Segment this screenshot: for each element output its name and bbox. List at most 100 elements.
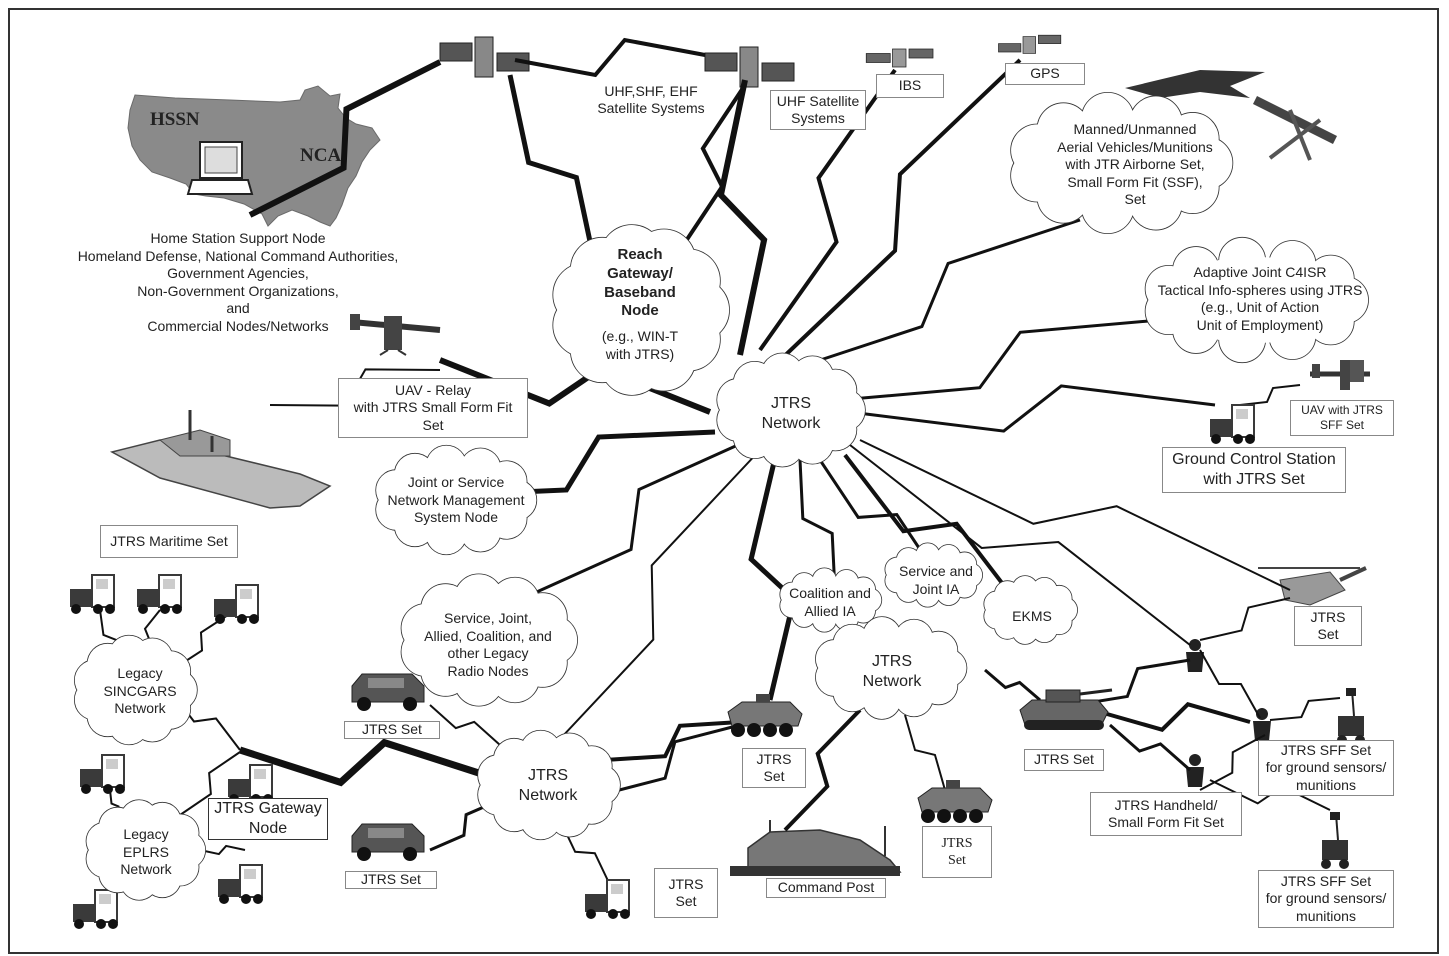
lightning-link: [179, 751, 241, 816]
jtrs-set-truck-bottom-label: JTRS Set: [654, 868, 718, 918]
lightning-link: [604, 720, 741, 762]
diagram-border: [8, 8, 1439, 954]
helicopter-icon: [1258, 566, 1367, 606]
lightning-link: [1269, 697, 1341, 721]
coalition-ia-label: Coalition and Allied IA: [789, 585, 871, 619]
cloud-shape: [1010, 91, 1234, 235]
uav-jtrs-sff-label: UAV with JTRS SFF Set: [1290, 400, 1394, 436]
lightning-link: [789, 218, 1081, 372]
jtrs-network-bottom-label: JTRS Network: [518, 767, 578, 804]
cloud-shape: [716, 352, 866, 468]
soldier-icon: [1186, 639, 1204, 672]
cloud-shape: [1144, 236, 1369, 364]
humvee-icon: [351, 673, 425, 711]
cloud-shape: [884, 542, 983, 608]
truck-icon: [585, 879, 630, 919]
lightning-link: [1099, 702, 1251, 732]
ibs-label: IBS: [876, 74, 944, 98]
cloud-shape: [477, 729, 621, 841]
satellite-icon: [439, 36, 530, 78]
jtrs-set-tank-label: JTRS Set: [1024, 749, 1104, 771]
vehicles-layer: [70, 404, 1255, 929]
lightning-link: [859, 439, 1291, 591]
cloud-shape: [779, 567, 883, 633]
lightning-link: [1239, 384, 1301, 406]
gps-label: GPS: [1005, 63, 1085, 85]
jtrs-network-mid-label: JTRS Network: [862, 653, 922, 690]
humvee-icon: [351, 823, 425, 861]
lightning-link: [748, 457, 797, 701]
c4isr-label: Adaptive Joint C4ISR Tactical Info-spher…: [1157, 264, 1363, 333]
jtrs-set-cp-vehicle-label: JTRS Set: [922, 826, 992, 878]
uav-icon: [350, 314, 441, 356]
lightning-link: [849, 444, 1191, 646]
ekms-label: EKMS: [1012, 608, 1052, 624]
cloud-shape: [400, 573, 578, 707]
reach-gateway-sublabel: (e.g., WIN-T with JTRS): [601, 328, 679, 362]
jtrs-set-humvee-bottom-label: JTRS Set: [345, 871, 437, 889]
legacy-radio-label: Service, Joint, Allied, Coalition, and o…: [424, 610, 552, 679]
handheld-sff-label: JTRS Handheld/ Small Form Fit Set: [1090, 792, 1242, 836]
sat-systems-label: UHF,SHF, EHF Satellite Systems: [586, 78, 716, 122]
legacy-sincgars-label: Legacy SINCGARS Network: [103, 665, 177, 716]
lightning-link: [514, 37, 706, 78]
sff-ground-2-label: JTRS SFF Set for ground sensors/ munitio…: [1258, 870, 1394, 928]
lightning-link: [849, 384, 1216, 433]
ship-icon: [109, 410, 332, 509]
truck-icon: [218, 864, 263, 904]
satellite-icon: [998, 34, 1062, 54]
uav-munitions-label: Manned/Unmanned Aerial Vehicles/Munition…: [1057, 121, 1213, 207]
legacy-eplrs-label: Legacy EPLRS Network: [120, 826, 172, 877]
laptop-icon: [186, 141, 254, 195]
lightning-link: [1199, 649, 1261, 719]
lightning-link: [507, 74, 598, 266]
ground-control-label: Ground Control Station with JTRS Set: [1162, 447, 1346, 493]
truck-icon: [70, 574, 115, 614]
truck-icon: [80, 754, 125, 794]
nca-label: NCA: [300, 145, 342, 166]
cloud-shape: [815, 616, 968, 720]
jtrs-set-heli-label: JTRS Set: [1294, 606, 1362, 646]
lightning-link: [1199, 597, 1291, 641]
cloud-shape: [85, 799, 207, 901]
joint-service-nms-label: Joint or Service Network Management Syst…: [387, 474, 525, 525]
maritime-set-label: JTRS Maritime Set: [100, 525, 238, 558]
cloud-shape: [552, 224, 730, 396]
apc-icon: [727, 694, 803, 737]
uav-icon: [1310, 360, 1370, 390]
sff-ground-1-label: JTRS SFF Set for ground sensors/ munitio…: [1258, 740, 1394, 796]
cloud-shape: [375, 444, 538, 556]
lightning-link: [678, 83, 747, 252]
jtrs-set-humvee-top-label: JTRS Set: [344, 721, 440, 739]
lightning-link: [429, 704, 501, 746]
uav-relay-label: UAV - Relay with JTRS Small Form Fit Set: [338, 378, 528, 438]
stealth-bomber-icon: [1125, 70, 1265, 98]
command-post-label: Command Post: [766, 878, 886, 898]
lightning-link: [773, 58, 1022, 367]
cloud-shape: [73, 634, 198, 746]
cloud-shape: [983, 575, 1078, 645]
apc-icon: [917, 780, 993, 823]
lightning-link: [818, 459, 937, 573]
truck-icon: [228, 764, 273, 804]
satellite-icon: [865, 48, 934, 68]
us-map-silhouette: [127, 85, 381, 227]
lightning-link: [1109, 723, 1191, 772]
ground-sensor-icon: [1337, 688, 1365, 745]
lightning-link: [843, 453, 1017, 602]
jtrs-set-apc-label: JTRS Set: [742, 748, 806, 788]
home-station-label: Home Station Support Node Homeland Defen…: [77, 230, 399, 334]
service-joint-ia-label: Service and Joint IA: [899, 563, 973, 597]
lightning-link: [199, 844, 246, 856]
lightning-link: [984, 668, 1041, 702]
lightning-link: [717, 79, 768, 356]
clouds-layer: [73, 91, 1369, 901]
soldier-icon: [1253, 708, 1271, 741]
lightning-link: [1199, 734, 1266, 791]
uhf-sat-label: UHF Satellite Systems: [770, 90, 866, 130]
lightning-link: [174, 614, 229, 669]
lightning-link: [904, 714, 946, 791]
lightning-link: [544, 449, 761, 756]
